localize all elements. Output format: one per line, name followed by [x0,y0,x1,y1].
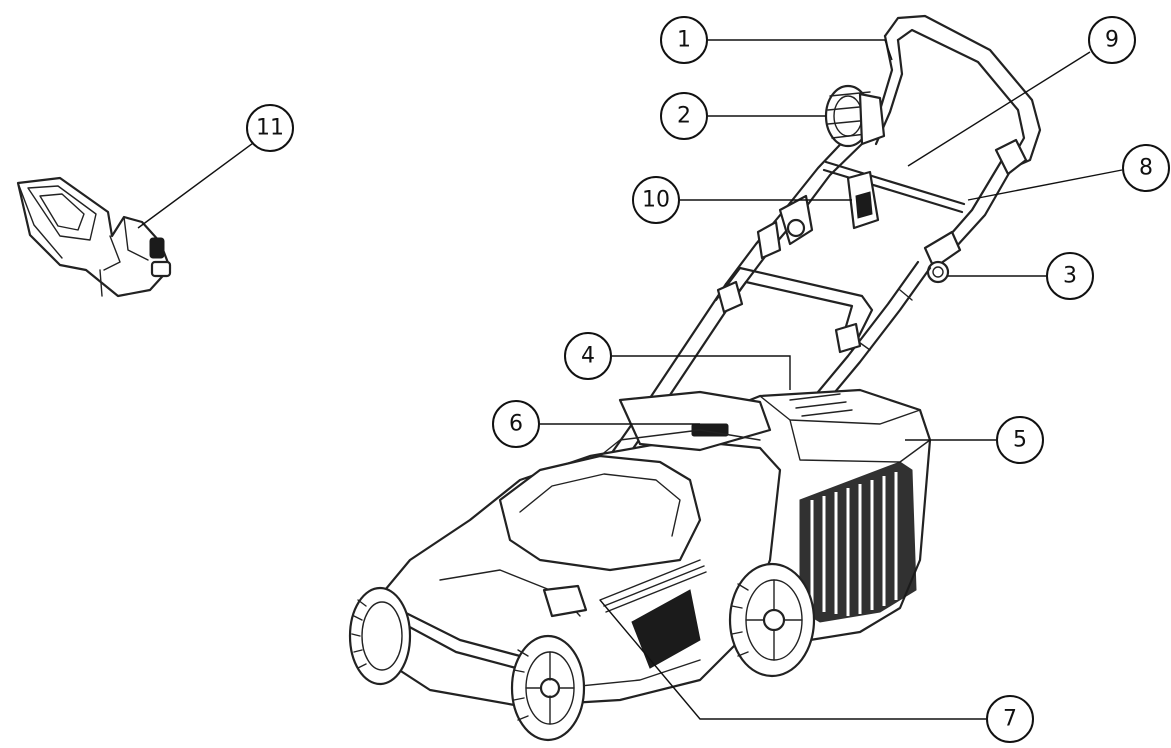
callout-4-label: 4 [581,344,595,369]
callout-9: 9 [1088,16,1136,64]
leader-7 [599,599,986,720]
leader-4 [612,355,791,390]
callout-5: 5 [996,416,1044,464]
leader-9 [907,51,1091,167]
callout-7-label: 7 [1003,707,1017,732]
front-left-wheel [348,586,412,686]
rear-wheel [728,562,816,678]
callout-8-label: 8 [1139,156,1153,181]
part-11-attachment [16,176,172,298]
callout-2: 2 [660,92,708,140]
callout-8: 8 [1122,144,1170,192]
callout-1-label: 1 [677,28,691,53]
mower-deck [378,390,782,708]
callout-6-label: 6 [509,412,523,437]
callout-7: 7 [986,695,1034,743]
leader-lines [137,39,1123,720]
callout-4: 4 [564,332,612,380]
callout-11: 11 [246,104,294,152]
leader-11 [137,131,269,229]
callout-10: 10 [632,176,680,224]
callout-9-label: 9 [1105,28,1119,53]
callout-3-label: 3 [1063,264,1077,289]
handle-assembly [576,14,1042,522]
callout-3: 3 [1046,252,1094,300]
callout-5-label: 5 [1013,428,1027,453]
callout-11-label: 11 [256,116,284,141]
callout-2-label: 2 [677,104,691,129]
callout-10-label: 10 [642,188,670,213]
leader-1 [708,39,893,61]
callout-6: 6 [492,400,540,448]
front-right-wheel [510,634,586,742]
leader-8 [967,169,1123,201]
callout-1: 1 [660,16,708,64]
